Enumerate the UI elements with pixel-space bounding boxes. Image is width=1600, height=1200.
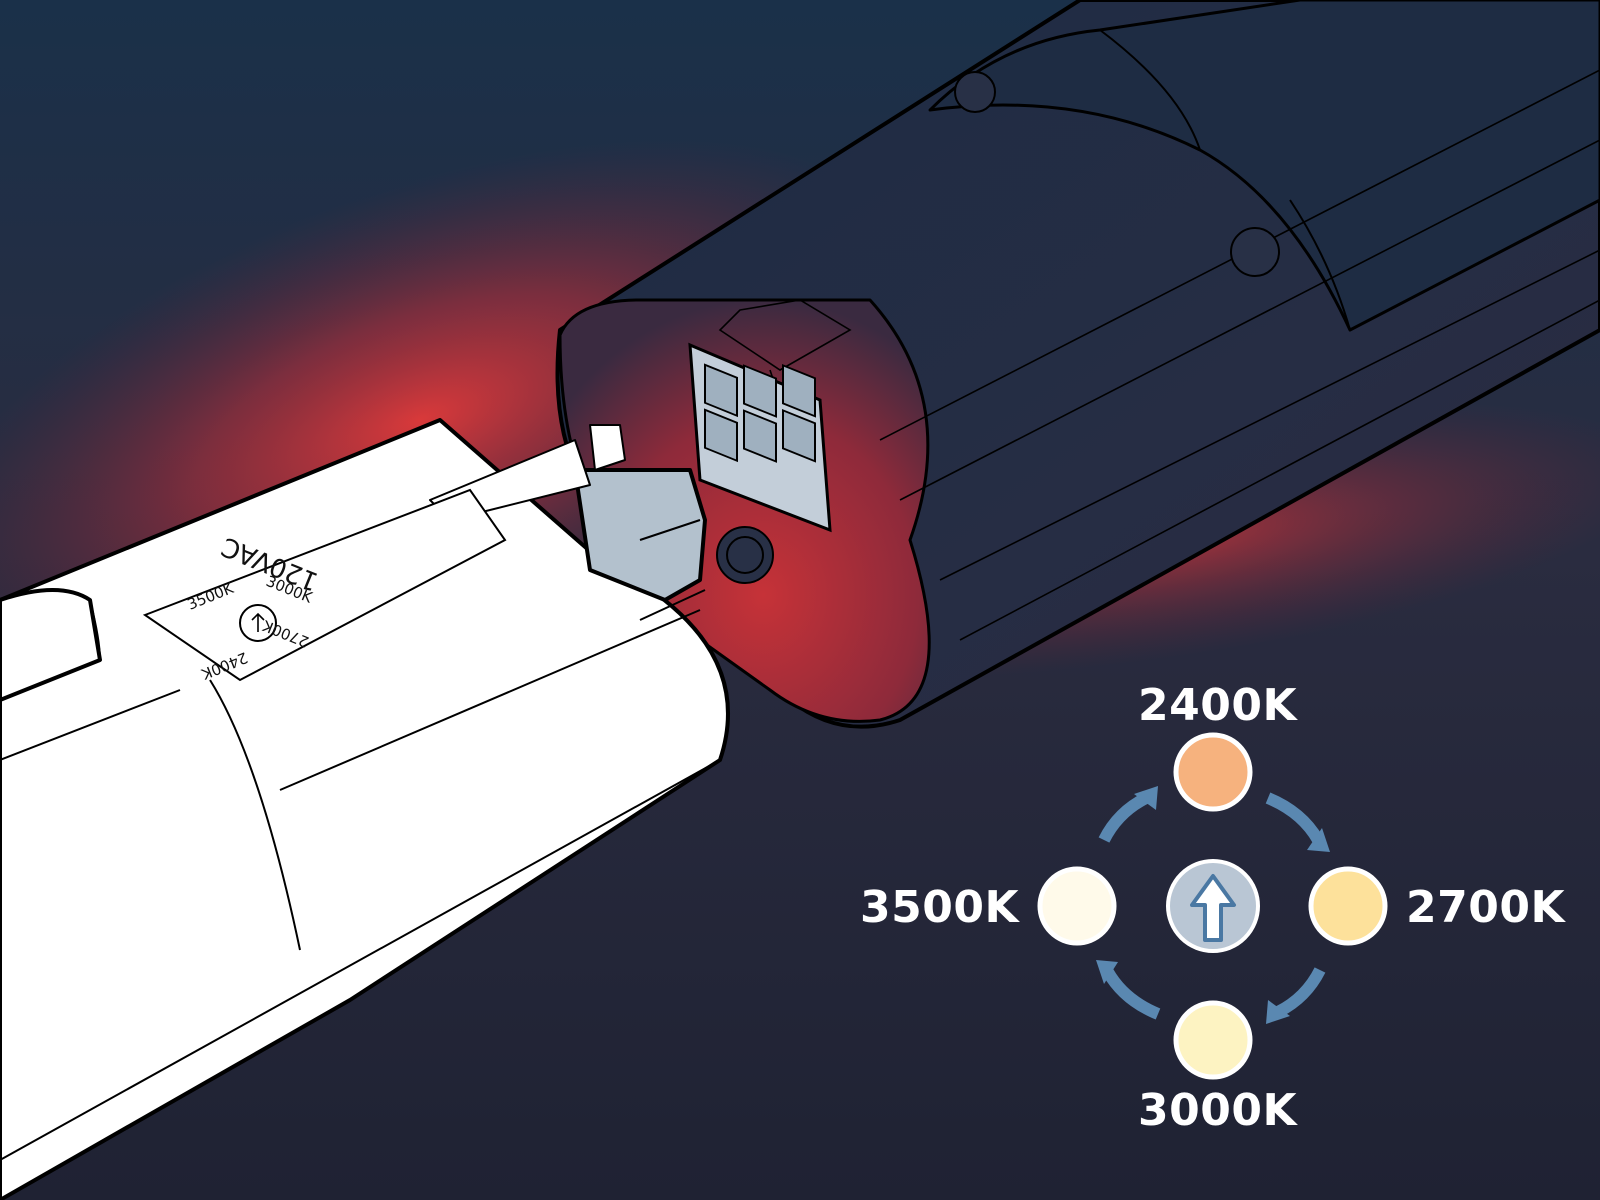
housing-detail-lines [718, 0, 1600, 641]
dial-up-arrow-icon [1190, 874, 1236, 942]
swatch-2700k [1308, 866, 1388, 946]
fixture-housing [555, 0, 1600, 729]
label-2400k: 2400K [1138, 680, 1298, 731]
housing-screw [716, 71, 1280, 584]
swatch-2400k [1173, 732, 1253, 812]
swatch-3000k [1173, 1000, 1253, 1080]
swatch-3500k [1037, 866, 1117, 946]
label-2700k: 2700K [1406, 882, 1566, 933]
dial-arrow-icon [251, 612, 265, 632]
driver-seam-lines [0, 519, 721, 1161]
driver-label-sticker: 120VAC 3500K 3000K 2700K 2400K [142, 488, 507, 683]
rotation-arrows-icon [1096, 786, 1330, 1024]
connector-receptacle [688, 342, 832, 533]
cct-selector-diagram [1037, 732, 1388, 1080]
label-3000k: 3000K [1138, 1085, 1298, 1136]
label-3500k: 3500K [860, 882, 1020, 933]
